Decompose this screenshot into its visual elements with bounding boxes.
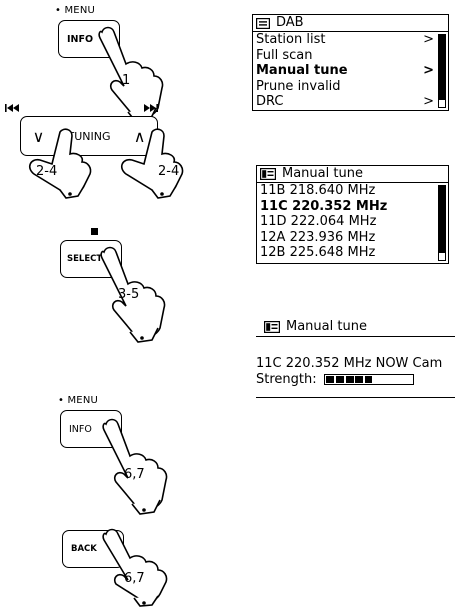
strength-row: Strength: <box>256 372 455 388</box>
chevron-right-icon: > <box>423 63 434 79</box>
lcd-screen-manual-tune-detail: Manual tune 11C 220.352 MHz NOW Cam Stre… <box>256 318 455 398</box>
menu-icon <box>260 168 276 180</box>
info-step-label: 1 <box>122 73 130 88</box>
strength-segment-gap <box>354 376 356 383</box>
lcd-menu-item-label: DRC <box>256 94 283 109</box>
info2-step-label: 6,7 <box>124 467 145 482</box>
pointing-hand-icon: 6,7 <box>102 416 172 516</box>
station-info-line: 11C 220.352 MHz NOW Cam <box>256 356 455 372</box>
strength-meter <box>324 374 414 385</box>
lcd-title-bar: Manual tune <box>257 166 448 183</box>
skip-back-icon <box>5 104 21 112</box>
info-button-label: INFO <box>67 34 93 45</box>
lcd-menu-item-label: Full scan <box>256 48 313 63</box>
strength-segment-gap <box>344 376 346 383</box>
lcd-menu-item: Station list > <box>253 32 448 48</box>
menu-caption-top: • MENU <box>55 5 95 16</box>
lcd-menu-item: 12A 223.936 MHz <box>257 230 448 246</box>
info-button-2-label: INFO <box>69 424 92 435</box>
skip-forward-icon <box>142 104 158 112</box>
lcd-menu-item: DRC > <box>253 94 448 110</box>
pointing-hand-icon: 2-4 <box>112 128 192 198</box>
lcd-menu-item-label: Prune invalid <box>256 79 341 94</box>
lcd-menu-item-label: Station list <box>256 32 325 47</box>
chevron-right-icon: > <box>423 32 434 48</box>
pointing-hand-icon: 2-4 <box>20 128 100 198</box>
select-step-label: 3-5 <box>118 287 139 302</box>
scrollbar <box>438 34 446 108</box>
strength-segment-gap <box>334 376 336 383</box>
lcd-title: Manual tune <box>282 166 363 182</box>
lcd-title-bar: DAB <box>253 15 448 32</box>
tuning-step-right-label: 2-4 <box>158 164 179 179</box>
lcd-menu-item-label: 12A 223.936 MHz <box>260 230 375 245</box>
lcd-menu-item-label: 11C 220.352 MHz <box>260 199 387 214</box>
stop-icon <box>91 228 98 235</box>
menu-caption-bottom: • MENU <box>58 395 98 406</box>
lcd-menu-item: Full scan <box>253 48 448 64</box>
back-button-label: BACK <box>71 544 97 554</box>
select-button-label: SELECT <box>67 254 102 264</box>
strength-segment-gap <box>363 376 365 383</box>
lcd-menu-item: Prune invalid <box>253 79 448 95</box>
lcd-menu-item-label: Manual tune <box>256 63 348 78</box>
lcd-menu-item: 12B 225.648 MHz <box>257 245 448 261</box>
lcd-title-bar: Manual tune <box>256 318 455 337</box>
lcd-menu-item: Manual tune > <box>253 63 448 79</box>
pointing-hand-icon: 6,7 <box>102 506 172 606</box>
lcd-menu-item-label: 11B 218.640 MHz <box>260 183 375 198</box>
strength-label: Strength: <box>256 372 317 387</box>
lcd-menu-item: 11D 222.064 MHz <box>257 214 448 230</box>
lcd-title: DAB <box>276 15 304 31</box>
lcd-title: Manual tune <box>286 319 367 335</box>
back-step-label: 6,7 <box>124 571 145 586</box>
pointing-hand-icon: 3-5 <box>100 244 170 344</box>
menu-icon <box>264 321 280 333</box>
menu-icon <box>256 18 270 29</box>
tuning-step-left-label: 2-4 <box>36 164 57 179</box>
lcd-menu-item-label: 11D 222.064 MHz <box>260 214 376 229</box>
chevron-right-icon: > <box>423 94 434 110</box>
lcd-menu-item-label: 12B 225.648 MHz <box>260 245 375 260</box>
scrollbar <box>438 185 446 261</box>
lcd-menu-item: 11B 218.640 MHz <box>257 183 448 199</box>
lcd-menu-item: 11C 220.352 MHz <box>257 199 448 215</box>
